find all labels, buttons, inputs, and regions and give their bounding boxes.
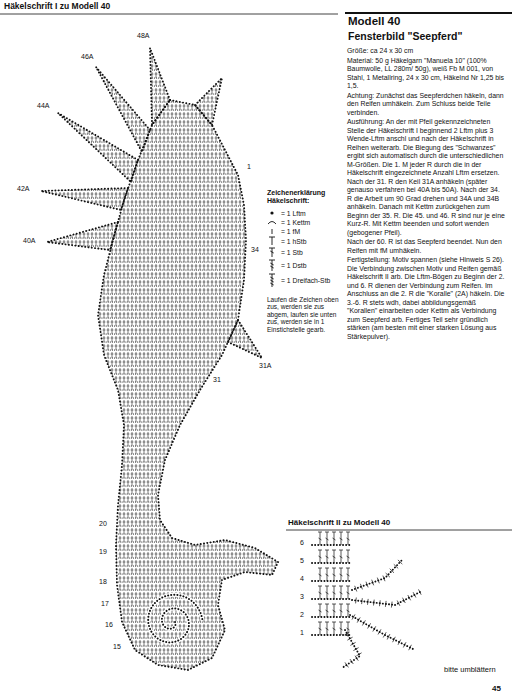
stitch-symbol	[266, 209, 278, 217]
legend-note: Laufen die Zeichen oben zus, werden sie …	[266, 296, 342, 333]
model-heading: Modell 40	[347, 15, 401, 28]
callout-number: 31	[212, 376, 222, 384]
legend-row: = 1 Dstb	[266, 259, 307, 272]
legend-row: = 1 Kettm	[266, 218, 310, 226]
legend-row: = 1 Lftm	[266, 209, 306, 217]
stitch-symbol	[266, 259, 278, 272]
legend-row: = 1 fM	[266, 227, 300, 235]
text-column: Größe: ca 24 x 30 cmMaterial: 50 g Häkel…	[347, 47, 506, 342]
legend-text: = 1 fM	[281, 228, 300, 235]
legend-text: = 1 Stb	[281, 249, 303, 256]
stitch-symbol	[266, 247, 278, 258]
body-paragraph: Fertigstellung: Motiv spannen (siehe Hin…	[347, 256, 506, 341]
stitch-symbol	[266, 273, 278, 288]
body-paragraph: Ausführung: An der mit Pfeil gekennzeich…	[347, 118, 506, 237]
callout-number: 18	[98, 578, 108, 586]
legend-row: = 1 Stb	[266, 247, 303, 258]
body-paragraph: Größe: ca 24 x 30 cm	[347, 47, 506, 56]
callout-number: 16	[104, 621, 114, 629]
row-number: 1	[299, 629, 305, 637]
chart-heading: Häkelschrift I zu Modell 40	[3, 2, 111, 12]
callout-number: 20	[98, 520, 108, 528]
legend-text: = 1 hStb	[281, 238, 307, 245]
callout-number: 44A	[36, 102, 50, 110]
stitch-symbol	[266, 218, 278, 226]
chart-heading: Häkelschrift II zu Modell 40	[287, 518, 391, 527]
model-subtitle: Fensterbild "Seepferd"	[347, 30, 463, 42]
legend-row: = 1 hStb	[266, 236, 307, 246]
body-paragraph: Material: 50 g Häkelgarn "Manuela 10" (1…	[347, 57, 506, 91]
callout-number: 42A	[16, 185, 30, 193]
legend-text: = 1 Kettm	[281, 219, 310, 226]
callout-number: 17	[100, 600, 110, 608]
callout-number: 19	[98, 548, 108, 556]
stitch-symbol	[266, 236, 278, 246]
legend-text: = 1 Dstb	[281, 262, 307, 269]
row-number: 6	[299, 539, 305, 547]
legend-text: = 1 Lftm	[281, 210, 306, 217]
callout-number: 15	[112, 643, 122, 651]
legend-text: = 1 Dreifach-Stb	[281, 277, 330, 284]
row-number: 2	[299, 611, 305, 619]
body-paragraph: Nach der 60. R ist das Seepferd beendet.…	[347, 238, 506, 255]
stitch-symbol	[266, 227, 278, 235]
legend-heading: Zeichenerklärung Häkelschrift:	[266, 189, 336, 205]
legend-row: = 1 Dreifach-Stb	[266, 273, 330, 288]
crochet-chart-2	[312, 532, 421, 668]
callout-number: 34	[250, 246, 260, 254]
callout-number: 40A	[22, 237, 36, 245]
callout-number: 31A	[258, 362, 272, 370]
callout-number: 46A	[80, 53, 94, 61]
row-number: 5	[299, 557, 305, 565]
callout-number: 1	[246, 163, 252, 171]
callout-number: 48A	[136, 32, 150, 40]
page-number: 45	[491, 684, 502, 693]
body-paragraph: Achtung: Zunächst das Seepferdchen häkel…	[347, 92, 506, 118]
row-number: 4	[299, 575, 305, 583]
page-note: bitte umblättern	[443, 666, 497, 675]
tail-spiral	[148, 595, 202, 643]
row-number: 3	[299, 593, 305, 601]
tail-spiral	[148, 595, 202, 643]
stitch-fill	[20, 24, 300, 686]
